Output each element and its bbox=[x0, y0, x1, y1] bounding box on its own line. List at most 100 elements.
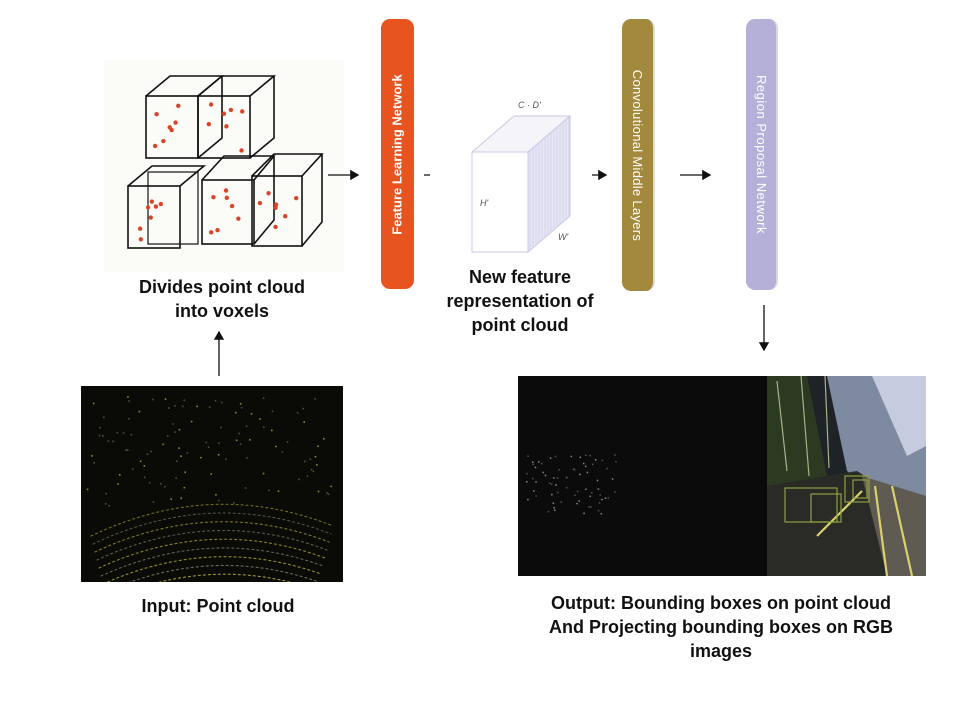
lidar-point bbox=[152, 501, 155, 503]
lidar-point bbox=[160, 482, 162, 485]
output-lidar-point bbox=[540, 462, 543, 465]
lidar-point bbox=[296, 412, 299, 414]
lidar-point bbox=[166, 435, 169, 437]
lidar-point bbox=[186, 452, 189, 454]
output-lidar-point bbox=[552, 502, 555, 505]
lidar-point bbox=[86, 488, 89, 491]
lidar-point bbox=[275, 445, 277, 448]
output-lidar-point bbox=[565, 476, 568, 479]
voxel-point bbox=[221, 111, 227, 116]
lidar-point bbox=[162, 443, 164, 446]
lidar-point bbox=[314, 455, 317, 458]
output-lidar-point bbox=[590, 506, 592, 508]
output-detection-image bbox=[518, 376, 926, 576]
region-proposal-network-label: Region Proposal Network bbox=[753, 75, 769, 234]
lidar-point bbox=[196, 405, 198, 408]
voxel-point bbox=[153, 204, 159, 209]
voxel-point bbox=[266, 191, 271, 196]
output-lidar-point bbox=[578, 500, 580, 502]
region-proposal-network-block: Region Proposal Network bbox=[746, 19, 778, 290]
feature-tensor-diagram: C · D' H' W' bbox=[430, 64, 592, 264]
lidar-point bbox=[246, 456, 248, 459]
lidar-point bbox=[168, 407, 170, 409]
lidar-point bbox=[200, 456, 202, 459]
lidar-point bbox=[225, 458, 227, 460]
output-lidar-point bbox=[555, 484, 557, 486]
voxel-point bbox=[158, 201, 164, 207]
output-lidar-point bbox=[538, 461, 540, 463]
output-lidar-point bbox=[547, 510, 550, 513]
lidar-point bbox=[303, 421, 305, 423]
output-lidar-point bbox=[614, 454, 616, 456]
lidar-scan-line bbox=[96, 529, 328, 561]
lidar-point bbox=[98, 434, 101, 437]
voxel-point bbox=[208, 230, 214, 235]
output-lidar-point bbox=[614, 491, 616, 493]
output-lidar-point bbox=[586, 471, 589, 474]
voxel-point bbox=[154, 111, 159, 117]
lidar-point bbox=[139, 460, 142, 463]
lidar-point bbox=[239, 443, 242, 446]
feature-caption-line: New feature bbox=[468, 267, 572, 287]
feature-learning-network-block: Feature Learning Network bbox=[381, 19, 414, 289]
output-caption-line: Output: Bounding boxes on point cloud bbox=[551, 593, 891, 613]
lidar-point bbox=[205, 441, 208, 444]
lidar-point bbox=[178, 447, 180, 449]
output-lidar-point bbox=[531, 461, 534, 463]
lidar-point bbox=[233, 502, 235, 504]
lidar-point bbox=[310, 468, 313, 471]
lidar-point bbox=[118, 473, 121, 476]
voxel-point bbox=[176, 103, 181, 109]
lidar-point bbox=[326, 492, 328, 494]
output-lidar-point bbox=[556, 477, 559, 479]
lidar-point bbox=[262, 426, 265, 428]
voxel-point bbox=[215, 228, 220, 233]
output-lidar-point bbox=[584, 465, 587, 468]
rgb-scene bbox=[767, 376, 926, 576]
lidar-point bbox=[215, 493, 217, 496]
lidar-point bbox=[143, 476, 146, 479]
lidar-point bbox=[220, 426, 222, 429]
output-lidar-point bbox=[615, 460, 617, 463]
lidar-point bbox=[122, 432, 125, 434]
lidar-point bbox=[238, 432, 240, 435]
voxel-point bbox=[223, 188, 229, 193]
voxel-point bbox=[229, 203, 235, 209]
lidar-scan-line bbox=[94, 521, 330, 553]
lidar-point bbox=[262, 472, 265, 475]
output-caption-line: images bbox=[689, 641, 753, 661]
lidar-scan-line bbox=[98, 538, 326, 569]
feature-caption-line: representation of bbox=[446, 291, 594, 311]
lidar-point bbox=[174, 431, 176, 433]
output-lidar-point bbox=[542, 471, 544, 474]
lidar-point bbox=[102, 435, 104, 437]
output-lidar-point bbox=[594, 459, 597, 461]
voxel-points bbox=[137, 102, 299, 242]
output-lidar-point bbox=[572, 468, 575, 470]
lidar-point bbox=[117, 483, 119, 485]
output-lidar-point bbox=[582, 462, 585, 465]
lidar-point bbox=[281, 451, 284, 453]
output-caption: Output: Bounding boxes on point cloud An… bbox=[512, 591, 930, 663]
output-lidar-point bbox=[585, 488, 587, 491]
lidar-point bbox=[235, 439, 238, 442]
output-lidar-point bbox=[601, 498, 603, 501]
voxel-point bbox=[257, 200, 263, 206]
lidar-point bbox=[214, 399, 217, 402]
lidar-point bbox=[183, 399, 186, 402]
lidar-point bbox=[148, 481, 151, 484]
lidar-point bbox=[312, 470, 315, 473]
voxel-point bbox=[149, 199, 155, 204]
lidar-point bbox=[127, 396, 129, 398]
output-lidar-point bbox=[576, 490, 579, 493]
output-lidar-point bbox=[533, 490, 535, 492]
lidar-point bbox=[234, 411, 237, 414]
lidar-point bbox=[116, 431, 119, 434]
voxel-point bbox=[208, 102, 214, 107]
output-lidar-point bbox=[565, 486, 568, 489]
lidar-point bbox=[178, 428, 181, 431]
lidar-point bbox=[277, 490, 280, 493]
output-lidar-point bbox=[554, 455, 557, 458]
output-lidar-point bbox=[601, 459, 604, 462]
